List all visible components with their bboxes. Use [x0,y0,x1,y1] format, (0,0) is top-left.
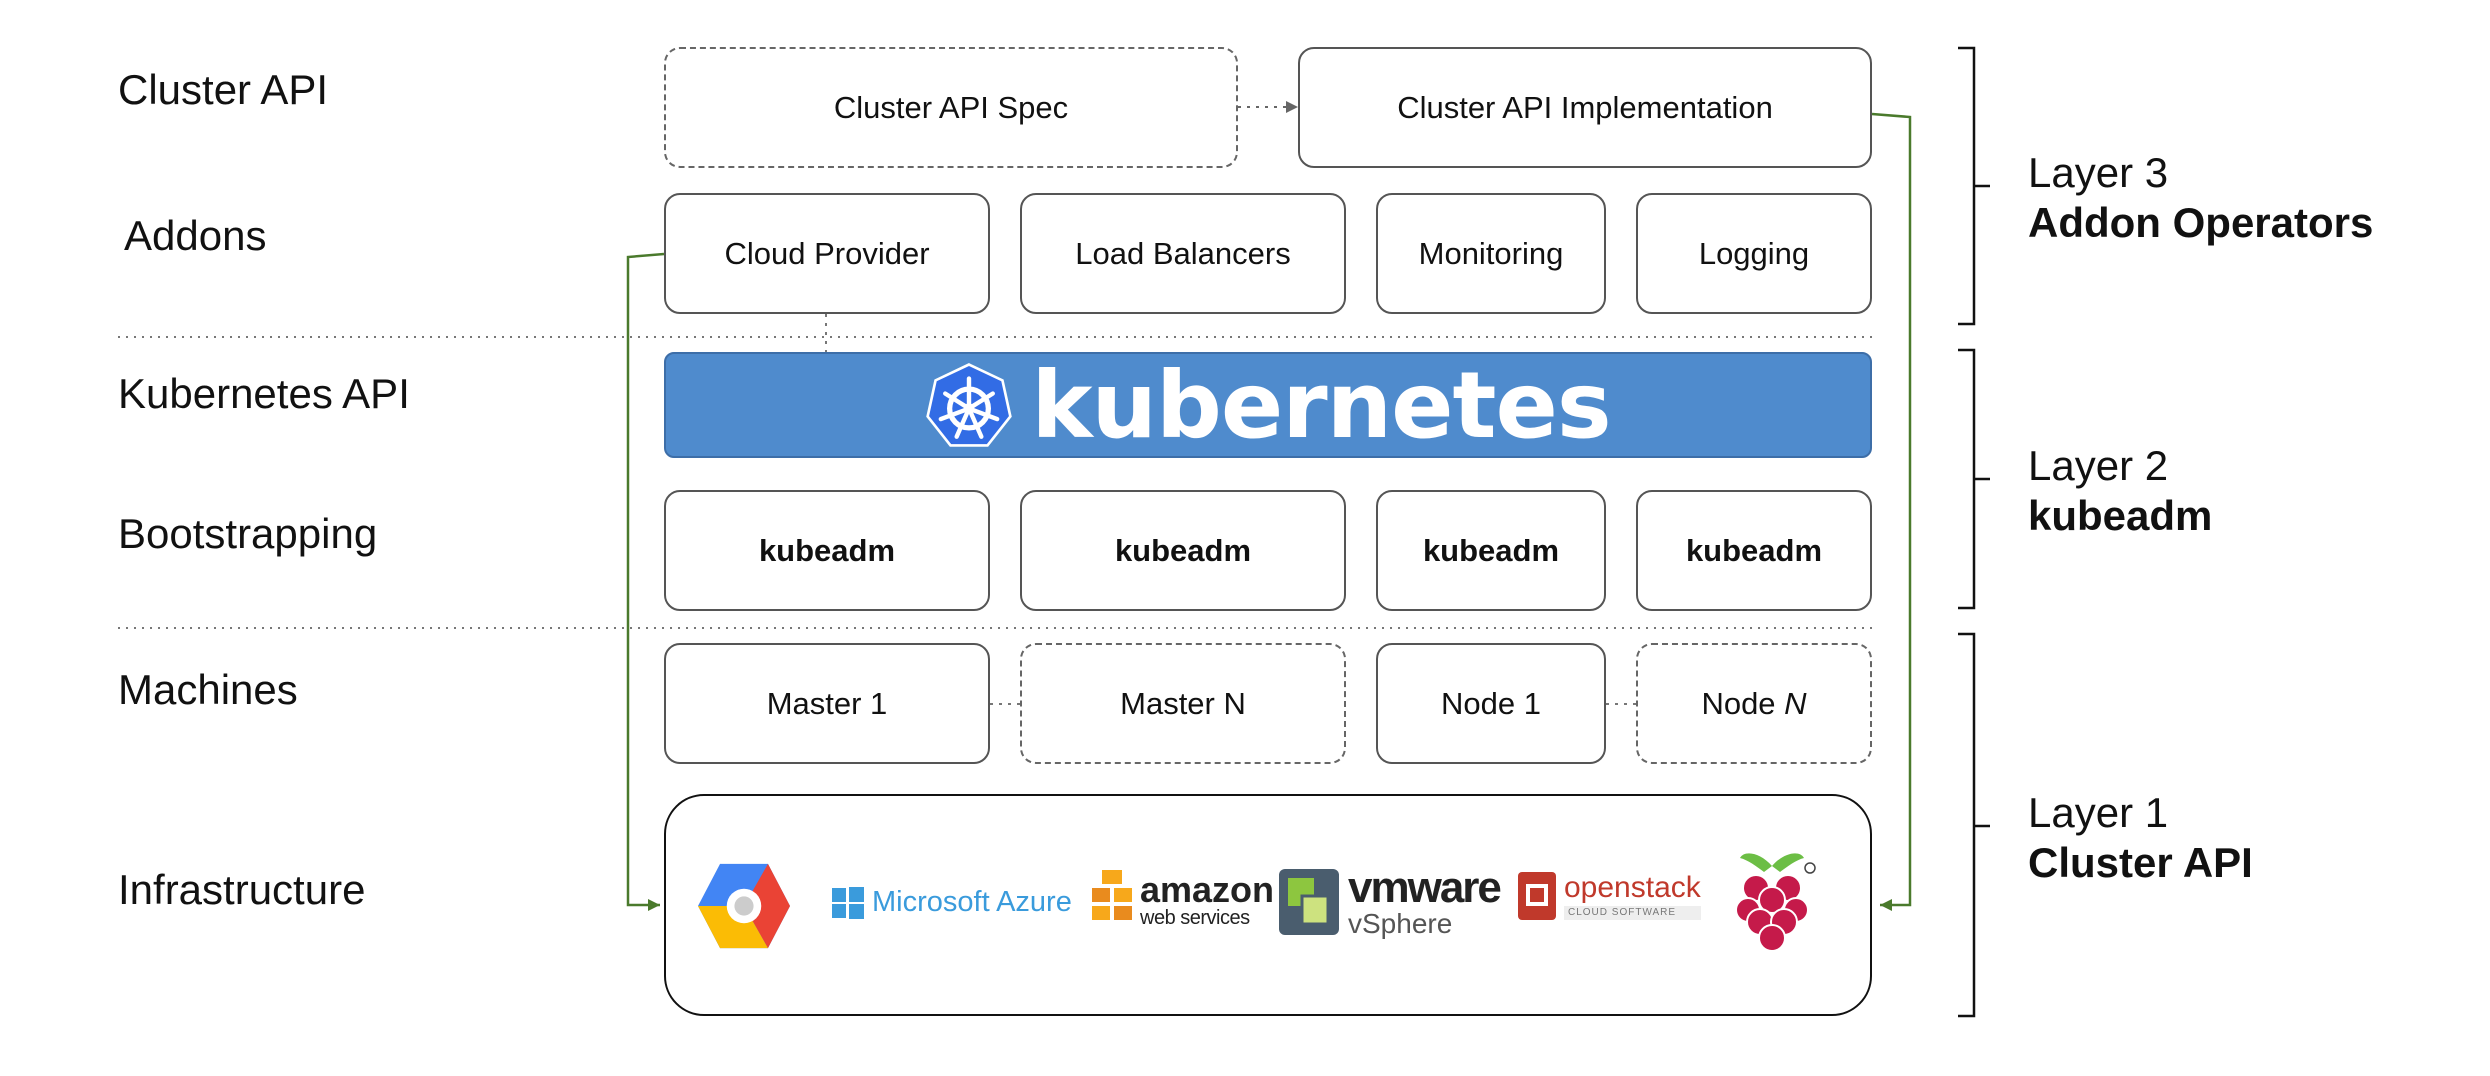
layer-2-number: Layer 2 [2028,442,2169,489]
layer-1-name: Cluster API [2028,839,2253,886]
layer-3-annotation: Layer 3 Addon Operators [2028,148,2373,248]
implementation-to-infrastructure-arrow [1871,112,1912,911]
cloud-provider-to-infrastructure-arrow [626,252,665,911]
vsphere-wordmark: vSphere [1348,908,1453,939]
aws-subtitle: web services [1140,907,1250,929]
cluster-api-spec-box: Cluster API Spec [664,47,1238,168]
cluster-api-implementation-box: Cluster API Implementation [1298,47,1872,168]
raspberry-pi-icon [1726,846,1818,956]
vmware-wordmark: vmware [1348,863,1502,912]
openstack-subtitle: CLOUD SOFTWARE [1564,905,1701,920]
layer2-bracket [1958,348,1990,610]
layer-1-number: Layer 1 [2028,789,2169,836]
row-label-bootstrapping: Bootstrapping [118,510,378,557]
infrastructure-box [664,794,1872,1016]
kubeadm-box-1: kubeadm [664,490,990,611]
row-label-machines: Machines [118,666,298,713]
openstack-wordmark: openstack [1564,870,1701,904]
aws-wordmark: amazon [1140,869,1275,910]
kubeadm-box-4: kubeadm [1636,490,1872,611]
aws-logo: amazon web services [1090,868,1274,932]
monitoring-box: Monitoring [1376,193,1606,314]
kubeadm-box-3: kubeadm [1376,490,1606,611]
master-1-box: Master 1 [664,643,990,764]
azure-logo: Microsoft Azure [832,886,1072,919]
kubeadm-box-2: kubeadm [1020,490,1346,611]
node-1-box: Node 1 [1376,643,1606,764]
openstack-logo: openstack CLOUD SOFTWARE [1516,870,1701,922]
layer-2-name: kubeadm [2028,492,2213,539]
kubernetes-banner: kubernetes [664,351,1872,459]
vsphere-icon [1279,869,1339,935]
openstack-icon [1518,872,1556,920]
row-label-infrastructure: Infrastructure [118,866,366,913]
node-n-variable: N [1784,685,1807,721]
logging-box: Logging [1636,193,1872,314]
layer-3-number: Layer 3 [2028,149,2169,196]
google-cloud-icon [696,860,792,952]
vmware-logo: vmware vSphere [1278,863,1502,939]
row-label-cluster-api: Cluster API [118,66,329,113]
kubernetes-wordmark: kubernetes [1031,351,1611,459]
master-n-box: Master N [1020,643,1346,764]
load-balancers-box: Load Balancers [1020,193,1346,314]
azure-wordmark: Microsoft Azure [872,886,1072,918]
layer1-bracket [1958,632,1990,1018]
layer-1-annotation: Layer 1 Cluster API [2028,788,2253,888]
layer-2-annotation: Layer 2 kubeadm [2028,441,2212,541]
row-label-kubernetes-api: Kubernetes API [118,370,410,417]
aws-boxes-icon [1092,870,1132,920]
windows-icon [832,886,864,919]
kubernetes-helm-icon [926,363,1013,447]
cloud-provider-box: Cloud Provider [664,193,990,314]
layer-3-name: Addon Operators [2028,199,2374,246]
node-n-prefix: Node [1701,685,1785,721]
layer3-bracket [1958,46,1990,326]
row-label-addons: Addons [124,212,267,259]
node-n-box: Node N [1636,643,1872,764]
